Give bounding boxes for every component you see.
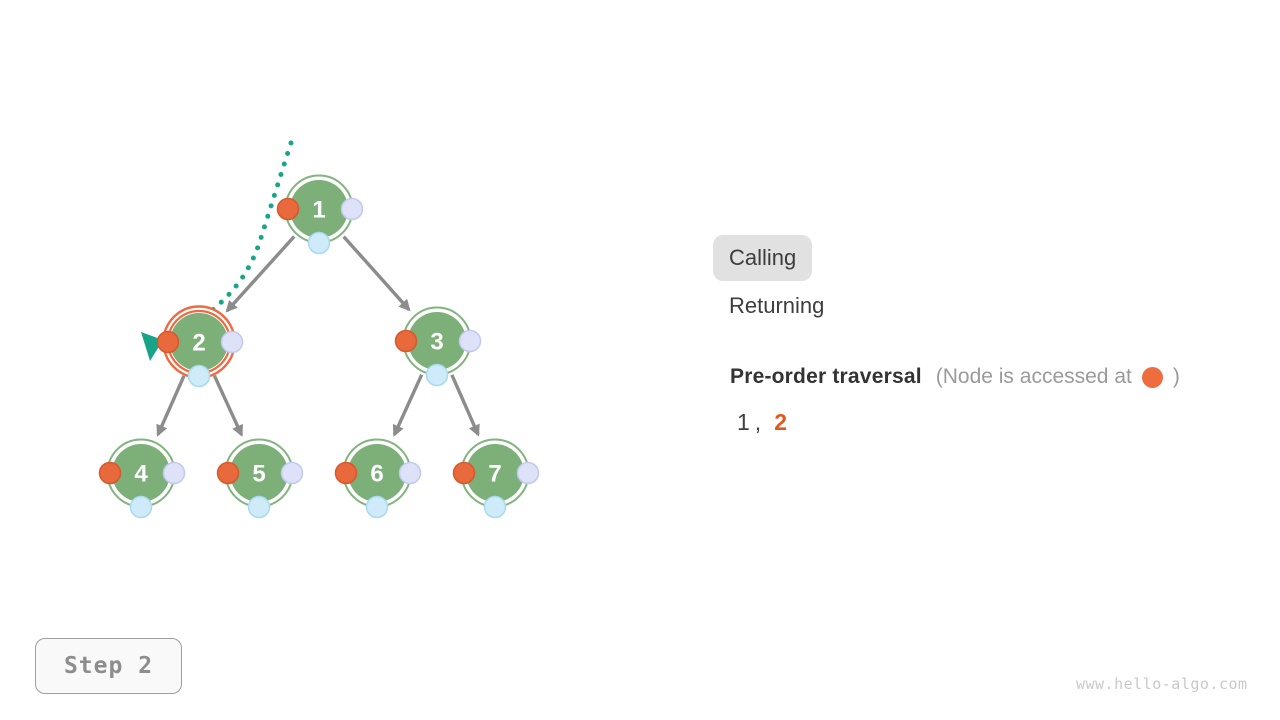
tree-edge-1-3 (342, 235, 411, 312)
tree-node-2: 2 (156, 305, 244, 388)
tree-edge-3-6 (392, 373, 424, 437)
traversal-trail (171, 140, 294, 340)
postorder-access-dot (307, 231, 331, 255)
inorder-access-dot (340, 197, 364, 221)
tree-edge-2-4 (156, 375, 186, 437)
inorder-access-dot (280, 461, 304, 485)
inorder-access-dot (458, 329, 482, 353)
preorder-access-dot (452, 461, 476, 485)
binary-tree-diagram: 1 2 3 4 5 6 7 (98, 140, 540, 519)
inorder-access-dot (220, 330, 244, 354)
access-color-dot-icon (1141, 366, 1163, 388)
tree-node-label: 7 (488, 461, 501, 488)
preorder-access-dot (276, 197, 300, 221)
inorder-access-dot (162, 461, 186, 485)
tree-node-label: 3 (430, 329, 443, 356)
traversal-note-suffix: ) (1172, 365, 1180, 388)
tree-node-label: 5 (252, 461, 265, 488)
tree-node-1: 1 (276, 174, 364, 255)
tree-node-4: 4 (98, 438, 186, 519)
legend-calling-chip: Calling (713, 235, 813, 281)
step-indicator: Step 2 (35, 638, 182, 694)
preorder-access-dot (98, 461, 122, 485)
tree-node-6: 6 (334, 438, 422, 519)
watermark: www.hello-algo.com (1076, 675, 1248, 693)
postorder-access-dot (425, 363, 449, 387)
sequence-value: 2 (774, 409, 787, 435)
preorder-access-dot (334, 461, 358, 485)
tree-node-5: 5 (216, 438, 304, 519)
traversal-note-prefix: (Node is accessed at (935, 365, 1132, 388)
traversal-title: Pre-order traversal (730, 365, 922, 388)
sequence-separator: , (754, 409, 762, 435)
tree-node-3: 3 (394, 306, 482, 387)
postorder-access-dot (365, 495, 389, 519)
tree-edge-3-7 (450, 374, 480, 437)
preorder-access-dot (394, 329, 418, 353)
postorder-access-dot (187, 364, 211, 388)
inorder-access-dot (398, 461, 422, 485)
preorder-access-dot (216, 461, 240, 485)
inorder-access-dot (516, 461, 540, 485)
tree-edge-2-5 (212, 374, 244, 437)
legend-returning-label: Returning (729, 293, 825, 318)
traversal-header: Pre-order traversal (Node is accessed at… (730, 365, 1180, 389)
tree-node-label: 2 (192, 330, 205, 357)
tree-node-7: 7 (452, 438, 540, 519)
postorder-access-dot (129, 495, 153, 519)
traversal-sequence: 1,2 (737, 409, 787, 436)
step-label: Step 2 (63, 653, 154, 679)
postorder-access-dot (483, 495, 507, 519)
tree-node-label: 4 (134, 461, 148, 488)
sequence-value: 1 (737, 409, 750, 435)
legend-calling-label: Calling (729, 245, 797, 270)
postorder-access-dot (247, 495, 271, 519)
tree-node-label: 6 (370, 461, 383, 488)
tree-node-label: 1 (312, 197, 325, 224)
preorder-access-dot (156, 330, 180, 354)
tree-edge-1-2 (225, 235, 296, 313)
